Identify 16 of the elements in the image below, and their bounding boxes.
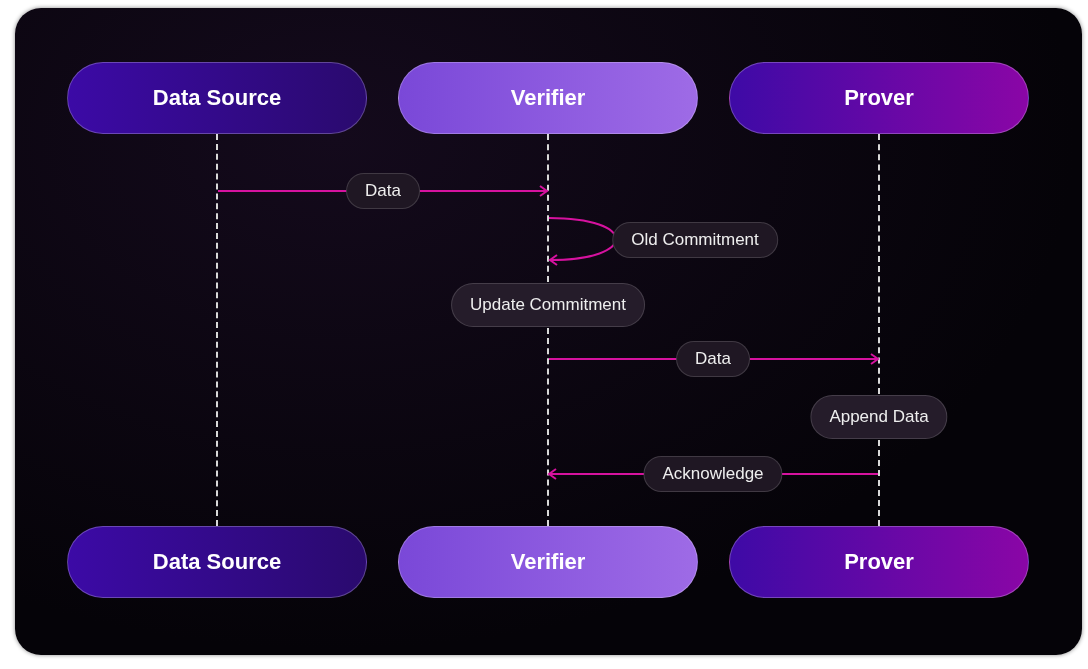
activity-pill: Update Commitment — [451, 283, 645, 327]
participant-box: Data Source — [67, 526, 367, 598]
activity-pill: Append Data — [810, 395, 948, 439]
participant-box: Data Source — [67, 62, 367, 134]
participant-box: Prover — [729, 62, 1029, 134]
lifeline — [216, 134, 218, 526]
participant-box: Prover — [729, 526, 1029, 598]
lifeline — [878, 134, 880, 394]
participant-box: Verifier — [398, 62, 698, 134]
lifeline — [547, 134, 549, 282]
participant-box: Verifier — [398, 526, 698, 598]
edge-label: Data — [676, 341, 750, 377]
lifeline — [547, 328, 549, 526]
edge-label: Data — [346, 173, 420, 209]
edge-label: Acknowledge — [643, 456, 783, 492]
edge-label: Old Commitment — [612, 222, 778, 258]
